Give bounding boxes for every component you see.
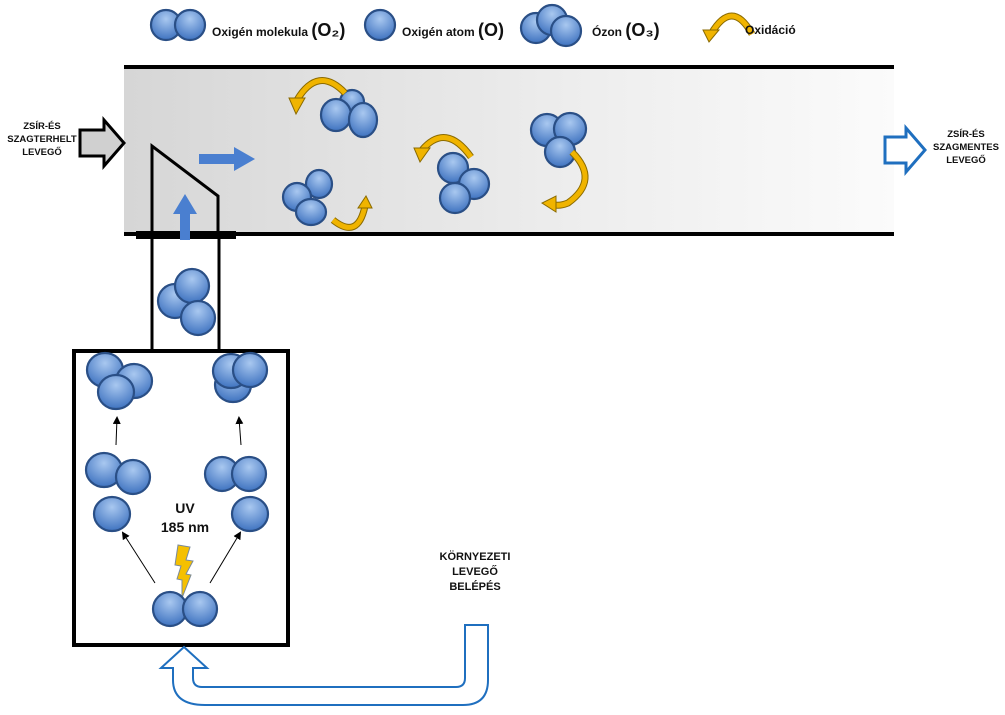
flow-arrow-up-icon xyxy=(173,194,197,240)
oxygen-molecule-icon xyxy=(84,451,152,496)
atom-sphere xyxy=(231,351,269,389)
ozone-icon xyxy=(519,3,583,48)
legend-label: Oxidáció xyxy=(745,23,796,37)
atom-sphere xyxy=(347,101,379,139)
atom-sphere xyxy=(549,14,583,48)
oxidation-arc xyxy=(708,13,755,36)
atom-sphere xyxy=(151,590,189,628)
combine-arrow-right xyxy=(235,416,244,446)
ambient-label-line: LEVEGŐ xyxy=(452,565,498,578)
legend-formula: (O) xyxy=(478,20,505,40)
legend-label: Oxigén molekula xyxy=(212,25,309,39)
oxidation-arrow-icon xyxy=(413,134,474,164)
oxidation-arc xyxy=(294,78,347,102)
legend-item-oxygen-atom: Oxigén atom (O) xyxy=(402,20,504,41)
oxidation-arrowhead xyxy=(357,195,373,209)
uv-label: UV 185 nm xyxy=(150,499,220,537)
legend-item-oxidation: Oxidáció xyxy=(745,23,796,37)
split-arrow-left xyxy=(121,531,156,584)
outlet-label-line: LEVEGŐ xyxy=(946,154,986,166)
oxidation-arrowhead xyxy=(540,195,557,213)
ozone-molecule-icon xyxy=(211,351,269,404)
oxygen-atom-icon xyxy=(92,495,132,533)
atom-sphere xyxy=(294,197,328,227)
ozone-molecule-icon xyxy=(436,151,491,215)
atom-sphere xyxy=(173,267,211,305)
ozone-molecule-icon xyxy=(156,267,217,337)
legend-label: Ózon xyxy=(592,25,622,39)
oxidation-arrow-icon xyxy=(330,195,373,231)
inlet-label-line: LEVEGŐ xyxy=(22,146,62,158)
oxygen-molecule-icon xyxy=(151,590,219,628)
wavelength-text: 185 nm xyxy=(160,518,210,535)
oxygen-molecule-icon xyxy=(149,8,207,42)
atom-sphere xyxy=(173,8,207,42)
oxidation-arrow-icon xyxy=(702,12,756,43)
legend-formula: (O₂) xyxy=(311,20,346,40)
oxidation-arrowhead xyxy=(288,97,306,116)
ozone-molecule-icon xyxy=(85,351,154,411)
oxidation-arc xyxy=(420,135,474,159)
oxidation-arrow-icon xyxy=(288,77,348,116)
injection-nozzle xyxy=(150,142,220,234)
atom-sphere xyxy=(230,495,270,533)
atom-sphere xyxy=(363,8,397,42)
inlet-label-line: ZSÍR-ÉS xyxy=(23,121,61,132)
ozone-molecule-icon xyxy=(319,88,379,139)
flow-arrow-right-icon xyxy=(199,147,255,171)
split-arrow-right xyxy=(209,531,242,584)
ozone-molecule-icon xyxy=(529,111,588,169)
inlet-arrow-icon xyxy=(78,115,126,171)
oxidation-arc xyxy=(331,205,368,230)
oxidation-layer xyxy=(288,12,756,231)
outlet-label-line: ZSÍR-ÉS xyxy=(947,129,985,140)
ambient-label-line: KÖRNYEZETI xyxy=(439,551,511,563)
oxidation-arrow-icon xyxy=(540,149,589,213)
outlet-label: ZSÍR-ÉS SZAGMENTES LEVEGŐ xyxy=(928,129,1004,167)
atom-sphere xyxy=(96,373,136,411)
atom-sphere xyxy=(543,135,577,169)
outlet-arrow-icon xyxy=(883,123,927,177)
duct-body xyxy=(124,68,894,233)
oxygen-atom-icon xyxy=(363,8,397,42)
oxidation-arrowhead xyxy=(413,147,431,164)
inlet-label: ZSÍR-ÉS SZAGTERHELT LEVEGŐ xyxy=(4,121,80,159)
ambient-label-line: BELÉPÉS xyxy=(449,580,501,593)
uv-text: UV xyxy=(175,500,195,516)
oxygen-atom-icon xyxy=(230,495,270,533)
atom-sphere xyxy=(438,181,472,215)
ambient-air-return-arrow-icon xyxy=(158,624,489,706)
legend-item-ozone: Ózon (O₃) xyxy=(592,20,660,41)
outlet-label-line: SZAGMENTES xyxy=(933,141,999,153)
atom-sphere xyxy=(304,168,334,200)
molecules-layer xyxy=(84,3,588,628)
ozone-molecule-icon xyxy=(281,168,334,227)
combine-arrow-left xyxy=(112,416,121,446)
inlet-label-line: SZAGTERHELT xyxy=(7,133,77,145)
uv-lightning-icon xyxy=(174,544,194,599)
atom-sphere xyxy=(179,299,217,337)
oxidation-arrowhead xyxy=(702,29,721,43)
atom-sphere xyxy=(114,458,152,496)
atom-sphere xyxy=(230,455,268,493)
legend-label: Oxigén atom xyxy=(402,25,475,39)
oxygen-molecule-icon xyxy=(203,455,268,493)
atom-sphere xyxy=(319,97,353,133)
atom-sphere xyxy=(181,590,219,628)
ambient-air-label: KÖRNYEZETI LEVEGŐ BELÉPÉS xyxy=(425,550,525,595)
legend-formula: (O₃) xyxy=(625,20,660,40)
atom-sphere xyxy=(92,495,132,533)
legend-item-oxygen-molecule: Oxigén molekula (O₂) xyxy=(212,20,345,41)
